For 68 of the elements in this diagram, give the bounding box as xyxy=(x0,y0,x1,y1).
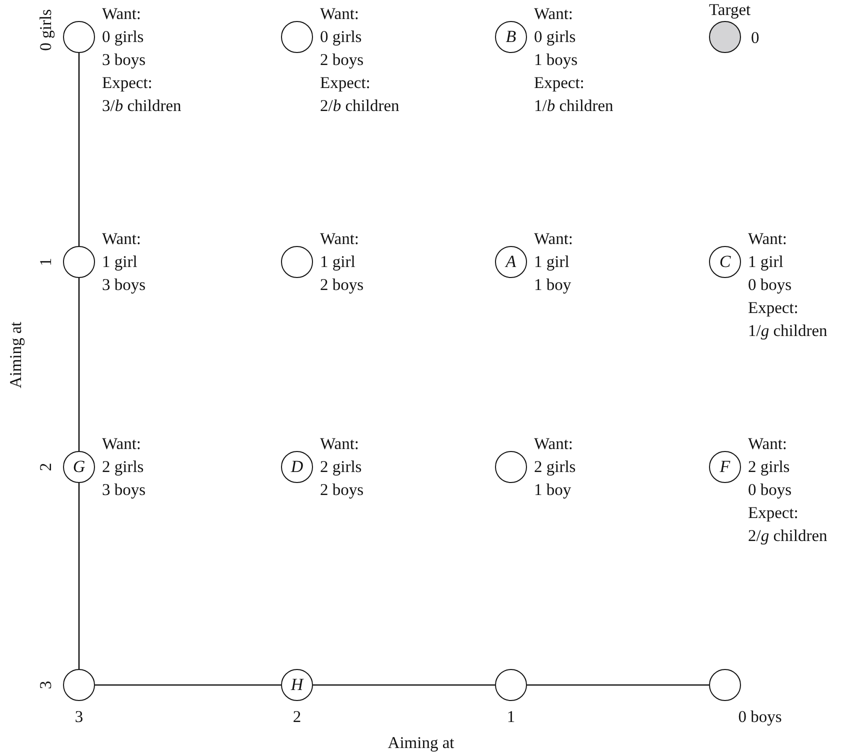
state-text: 0 xyxy=(751,26,760,48)
axis-label: 2 xyxy=(292,707,302,727)
state-text: 1 boy xyxy=(534,274,572,296)
axis-label: Aiming at xyxy=(388,733,454,753)
state-text: 1/g children xyxy=(748,320,828,342)
state-text: 1 boys xyxy=(534,49,579,71)
state-text: 2 girls xyxy=(534,456,576,478)
state-text: 2 boys xyxy=(320,274,364,296)
state-text: Expect: xyxy=(320,72,372,94)
state-text: Want: xyxy=(320,433,360,455)
axis-label: Aiming at xyxy=(6,322,26,388)
axis-label: 3 xyxy=(74,707,84,727)
state-text: Want: xyxy=(534,3,574,25)
state-circle: F xyxy=(709,451,741,483)
state-circle: D xyxy=(281,451,313,483)
state-text: 1 girl xyxy=(102,251,138,273)
axis-label: 0 girls xyxy=(36,9,56,51)
state-text: 2 boys xyxy=(320,49,365,71)
state-circle: H xyxy=(281,669,313,701)
state-text: 3 boys xyxy=(102,49,147,71)
state-text: 2 girls xyxy=(320,456,363,478)
state-circle: G xyxy=(63,451,95,483)
state-text: Want: xyxy=(102,228,142,250)
state-circle: B xyxy=(495,21,527,53)
axis-label: 1 xyxy=(506,707,516,727)
state-text: Want: xyxy=(102,433,142,455)
state-text: 2/g children xyxy=(748,525,828,547)
state-text: Want: xyxy=(534,433,574,455)
state-text: 3 boys xyxy=(102,274,146,296)
connector-line xyxy=(95,684,281,686)
state-text: Want: xyxy=(748,433,788,455)
state-text: 0 boys xyxy=(748,274,793,296)
state-text: 1/b children xyxy=(534,95,614,117)
axis-label: 0 boys xyxy=(738,707,782,727)
state-text: 3/b children xyxy=(102,95,182,117)
axis-label: 3 xyxy=(36,680,56,690)
state-text: 2 girls xyxy=(102,456,145,478)
state-text: 1 girl xyxy=(320,251,356,273)
connector-line xyxy=(527,684,709,686)
state-text: 0 boys xyxy=(748,479,793,501)
state-text: Want: xyxy=(534,228,573,250)
state-text: 1 boy xyxy=(534,479,572,501)
connector-line xyxy=(313,684,495,686)
state-text: Expect: xyxy=(102,72,154,94)
connector-line xyxy=(78,483,80,669)
state-text: 1 girl xyxy=(534,251,570,273)
node-caption: Target xyxy=(709,0,751,21)
state-text: 3 boys xyxy=(102,479,146,501)
state-text: 0 girls xyxy=(320,26,363,48)
connector-line xyxy=(78,53,80,246)
state-text: 2/b children xyxy=(320,95,400,117)
connector-line xyxy=(78,278,80,451)
state-text: 2 boys xyxy=(320,479,364,501)
state-text: Expect: xyxy=(534,72,586,94)
state-text: Expect: xyxy=(748,502,800,524)
state-text: 2 girls xyxy=(748,456,791,478)
state-circle: A xyxy=(495,246,527,278)
state-text: 0 girls xyxy=(102,26,145,48)
state-text: 0 girls xyxy=(534,26,577,48)
state-text: Want: xyxy=(320,3,360,25)
state-text: Expect: xyxy=(748,297,800,319)
state-text: Want: xyxy=(102,3,142,25)
axis-label: 2 xyxy=(36,462,56,472)
state-circle: C xyxy=(709,246,741,278)
state-text: Want: xyxy=(748,228,788,250)
state-text: 1 girl xyxy=(748,251,784,273)
axis-label: 1 xyxy=(36,258,56,266)
state-text: Want: xyxy=(320,228,360,250)
